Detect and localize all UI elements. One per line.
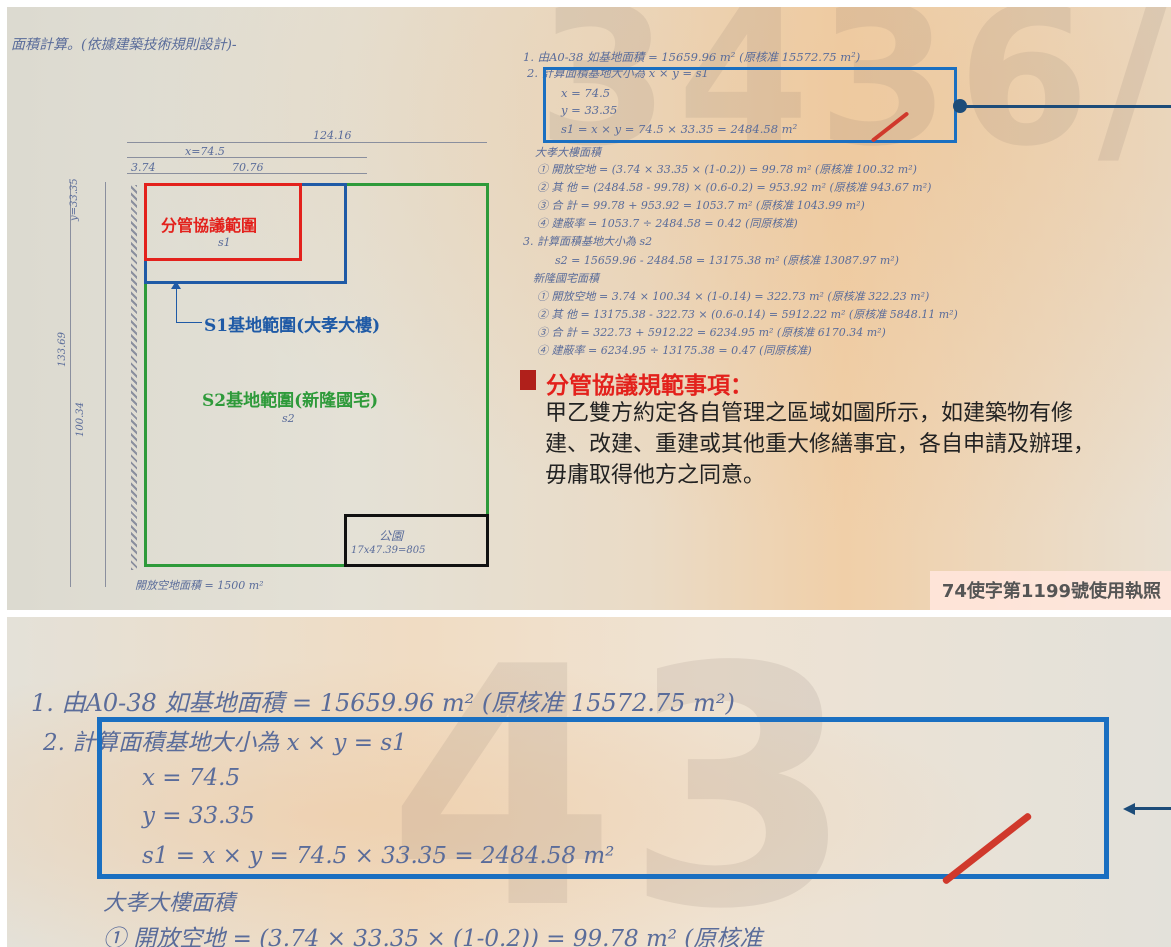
document-scan-zoom: 43 1. 由A0-38 如基地面積 = 15659.96 m² (原核准 15… xyxy=(7,617,1171,947)
s1-leader-horizontal xyxy=(176,322,202,323)
park-boundary xyxy=(344,514,489,567)
calc-line: ② 其 他 = 13175.38 - 322.73 × (0.6-0.14) =… xyxy=(537,308,958,321)
calc-line: x = 74.5 xyxy=(561,86,611,100)
zoom-line: s1 = x × y = 74.5 × 33.35 = 2484.58 m² xyxy=(142,843,615,869)
dim-inner-width: 70.76 xyxy=(232,161,264,174)
calc-line: ③ 合 計 = 99.78 + 953.92 = 1053.7 m² (原核准 … xyxy=(537,199,865,212)
calc-line: y = 33.35 xyxy=(561,103,618,117)
zoom-line: 大孝大樓面積 xyxy=(103,891,236,916)
park-label: 公園 xyxy=(379,529,404,543)
dim-left-offset: 3.74 xyxy=(131,161,156,174)
calc-line: ④ 建蔽率 = 1053.7 ÷ 2484.58 = 0.42 (同原核准) xyxy=(537,217,798,230)
document-scan-top: 3436/ 面積計算。(依據建築技術規則設計)- 124.16 x=74.5 3… xyxy=(7,7,1171,610)
calc-line: s2 = 15659.96 - 2484.58 = 13175.38 m² (原… xyxy=(555,254,899,267)
park-calc: 17x47.39=805 xyxy=(351,545,426,556)
zoom-connector-line xyxy=(1133,807,1171,810)
shared-agreement-boundary xyxy=(144,183,302,261)
shared-agreement-label: 分管協議範圍 xyxy=(161,216,258,235)
dimension-line-left-inner xyxy=(105,182,106,587)
dimension-line-left-outer xyxy=(70,182,71,587)
dim-side-top: y=33.35 xyxy=(69,178,80,221)
calc-line: ① 開放空地 = 3.74 × 100.34 × (1-0.14) = 322.… xyxy=(537,290,930,303)
zoom-line: x = 74.5 xyxy=(142,765,241,791)
calc-highlight-box xyxy=(543,67,957,143)
s2-sub-label: s2 xyxy=(282,412,295,425)
connector-line xyxy=(963,105,1171,108)
note-title: 分管協議規範事項： xyxy=(546,373,753,399)
license-badge: 74使字第1199號使用執照 xyxy=(929,571,1171,610)
s1-leader-vertical xyxy=(176,287,177,322)
s2-site-label: S2基地範圍(新隆國宅) xyxy=(202,391,379,411)
calc-line: ④ 建蔽率 = 6234.95 ÷ 13175.38 = 0.47 (同原核准) xyxy=(537,344,812,357)
dimension-line-x xyxy=(127,157,367,158)
dim-side-total: 133.69 xyxy=(57,332,68,367)
hatched-edge xyxy=(131,185,137,570)
dimension-line-inner xyxy=(127,173,367,174)
calc-line: s1 = x × y = 74.5 × 33.35 = 2484.58 m² xyxy=(561,122,798,136)
shared-sub-label: s1 xyxy=(218,236,231,249)
dim-x: x=74.5 xyxy=(185,145,225,158)
zoom-connector-arrow-icon xyxy=(1123,803,1135,815)
zoom-line: 2. 計算面積基地大小為 x × y = s1 xyxy=(43,730,407,756)
note-body: 甲乙雙方約定各自管理之區域如圖所示，如建築物有修建、改建、重建或其他重大修繕事宜… xyxy=(545,401,1096,488)
calc-line: 新隆國宅面積 xyxy=(533,272,599,285)
dim-side-lower: 100.34 xyxy=(75,402,86,437)
calc-line: 1. 由A0-38 如基地面積 = 15659.96 m² (原核准 15572… xyxy=(523,50,861,64)
connector-dot-icon xyxy=(953,99,967,113)
calc-line: 3. 計算面積基地大小為 s2 xyxy=(523,235,653,248)
note-bullet-icon xyxy=(520,370,536,390)
s1-leader-arrow-icon xyxy=(171,281,181,289)
calc-line: 大孝大樓面積 xyxy=(535,146,601,159)
plan-footer-note: 開放空地面積 = 1500 m² xyxy=(135,579,264,592)
plan-heading: 面積計算。(依據建築技術規則設計)- xyxy=(11,37,237,53)
dimension-line-top xyxy=(127,142,487,143)
zoom-line: ① 開放空地 = (3.74 × 33.35 × (1-0.2)) = 99.7… xyxy=(103,926,763,947)
calc-line: ① 開放空地 = (3.74 × 33.35 × (1-0.2)) = 99.7… xyxy=(537,163,917,176)
zoom-line: y = 33.35 xyxy=(142,803,255,829)
zoom-line: 1. 由A0-38 如基地面積 = 15659.96 m² (原核准 15572… xyxy=(31,689,735,717)
calc-line: ③ 合 計 = 322.73 + 5912.22 = 6234.95 m² (原… xyxy=(537,326,886,339)
calc-line: ② 其 他 = (2484.58 - 99.78) × (0.6-0.2) = … xyxy=(537,181,932,194)
zoom-highlight-box xyxy=(97,717,1109,879)
dim-top-total: 124.16 xyxy=(313,129,352,142)
s1-site-label: S1基地範圍(大孝大樓) xyxy=(204,316,381,336)
